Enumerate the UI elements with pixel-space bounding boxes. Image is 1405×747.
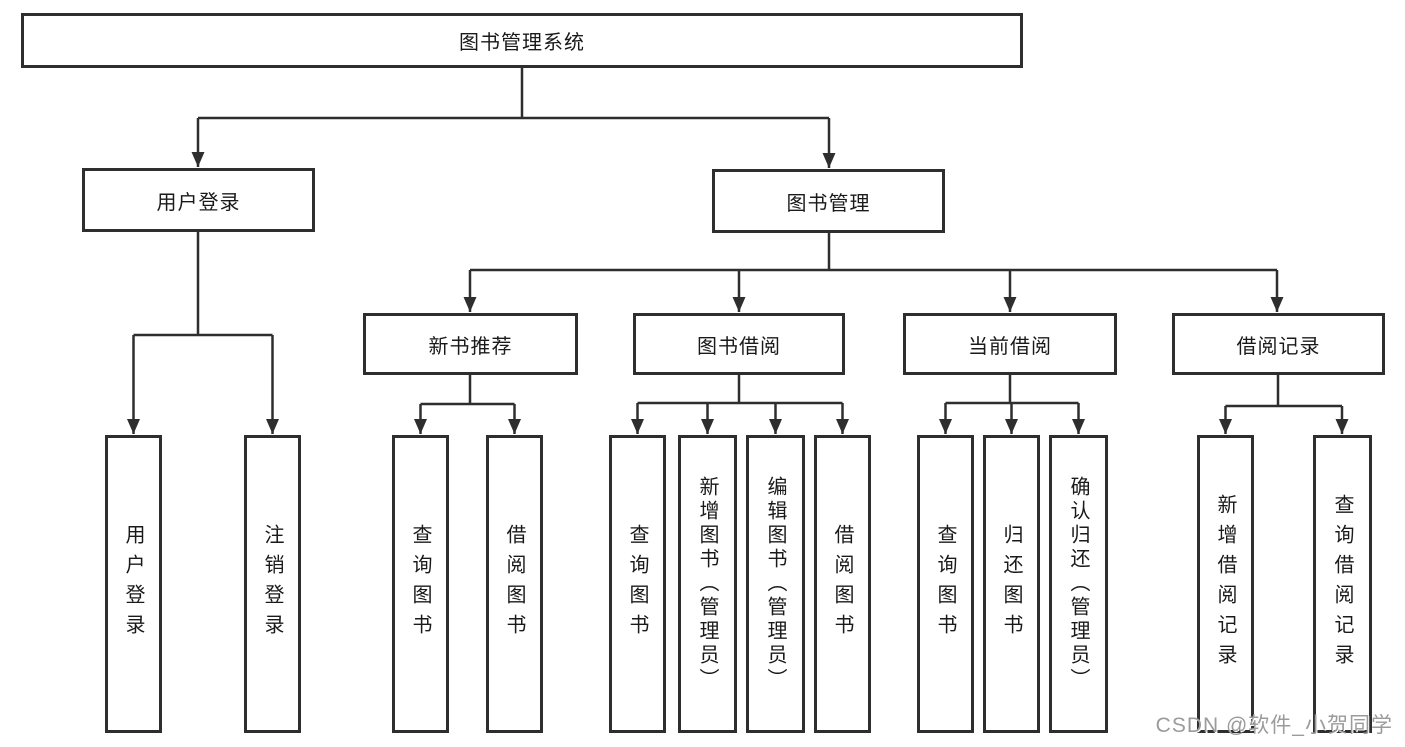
leaf-borrow-books-2: 借阅图书	[814, 435, 871, 733]
leaf-user-login: 用户登录	[105, 435, 162, 733]
watermark: CSDN @软件_小贺同学	[1155, 714, 1393, 737]
leaf-query-books-1: 查询图书	[392, 435, 449, 733]
node-book-management: 图书管理	[712, 169, 945, 233]
leaf-add-book-admin: 新增图书（管理员）	[678, 435, 737, 733]
leaf-query-books-3: 查询图书	[917, 435, 974, 733]
leaf-query-books-2: 查询图书	[609, 435, 666, 733]
leaf-query-borrow-record: 查询借阅记录	[1313, 435, 1372, 733]
node-current-borrowing: 当前借阅	[903, 313, 1117, 375]
node-new-book-recommend: 新书推荐	[363, 313, 578, 375]
leaf-logout: 注销登录	[244, 435, 301, 733]
leaf-add-borrow-record: 新增借阅记录	[1197, 435, 1254, 733]
node-book-borrowing: 图书借阅	[633, 313, 845, 375]
leaf-borrow-books-1: 借阅图书	[486, 435, 543, 733]
node-root: 图书管理系统	[21, 13, 1023, 68]
leaf-confirm-return-admin: 确认归还（管理员）	[1049, 435, 1108, 733]
node-borrowing-records: 借阅记录	[1172, 313, 1385, 375]
leaf-edit-book-admin: 编辑图书（管理员）	[746, 435, 805, 733]
leaf-return-books: 归还图书	[983, 435, 1040, 733]
node-user-login: 用户登录	[82, 168, 315, 232]
